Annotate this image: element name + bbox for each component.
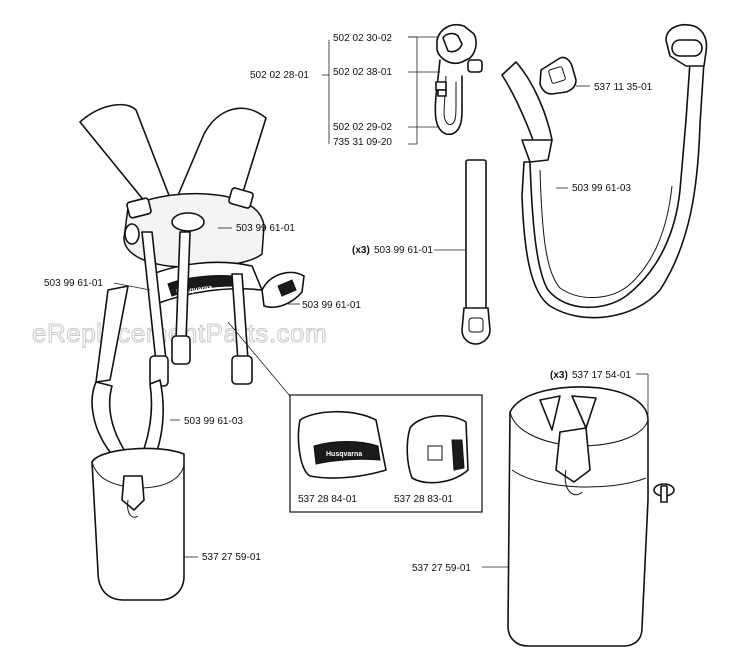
pouch-left: [91, 447, 185, 601]
inset-brand-mark: Husqvarna: [326, 451, 362, 458]
inset-hip-pad-left: Husqvarna: [297, 410, 387, 479]
pouch-right: [507, 386, 649, 647]
label-503-99-61-01-harness-right: 503 99 61-01: [302, 300, 361, 311]
label-503-99-61-01-harness-top: 503 99 61-01: [236, 223, 295, 234]
label-502-02-38-01: 502 02 38-01: [333, 67, 392, 78]
label-537-11-35-01: 537 11 35-01: [594, 82, 653, 93]
label-qty-x3-screw: (x3): [550, 370, 568, 381]
hook-assembly: [434, 24, 483, 136]
slide-buckle: [539, 56, 577, 95]
label-503-99-61-01-harness-left: 503 99 61-01: [44, 278, 103, 289]
label-502-02-30-02: 502 02 30-02: [333, 33, 392, 44]
label-537-27-59-01-right: 537 27 59-01: [412, 563, 471, 574]
label-537-28-84-01: 537 28 84-01: [298, 494, 357, 505]
inset-hip-pad-right: [406, 414, 469, 484]
screw: [653, 483, 675, 503]
label-537-28-83-01: 537 28 83-01: [394, 494, 453, 505]
label-503-99-61-03-harness: 503 99 61-03: [184, 416, 243, 427]
label-537-27-59-01-left: 537 27 59-01: [202, 552, 261, 563]
harness-assembly: Husqvarna: [79, 103, 305, 469]
label-537-17-54-01: 537 17 54-01: [572, 370, 631, 381]
label-503-99-61-03-hose: 503 99 61-03: [572, 183, 631, 194]
label-503-99-61-01-strap: 503 99 61-01: [374, 245, 433, 256]
label-502-02-28-01: 502 02 28-01: [250, 70, 309, 81]
label-502-02-29-02: 502 02 29-02: [333, 122, 392, 133]
straight-strap: [461, 159, 491, 345]
label-735-31-09-20: 735 31 09-20: [333, 137, 392, 148]
curved-hose-strap: [501, 24, 708, 319]
harness-brand-mark: Husqvarna: [176, 284, 213, 296]
label-qty-x3-strap: (x3): [352, 245, 370, 256]
